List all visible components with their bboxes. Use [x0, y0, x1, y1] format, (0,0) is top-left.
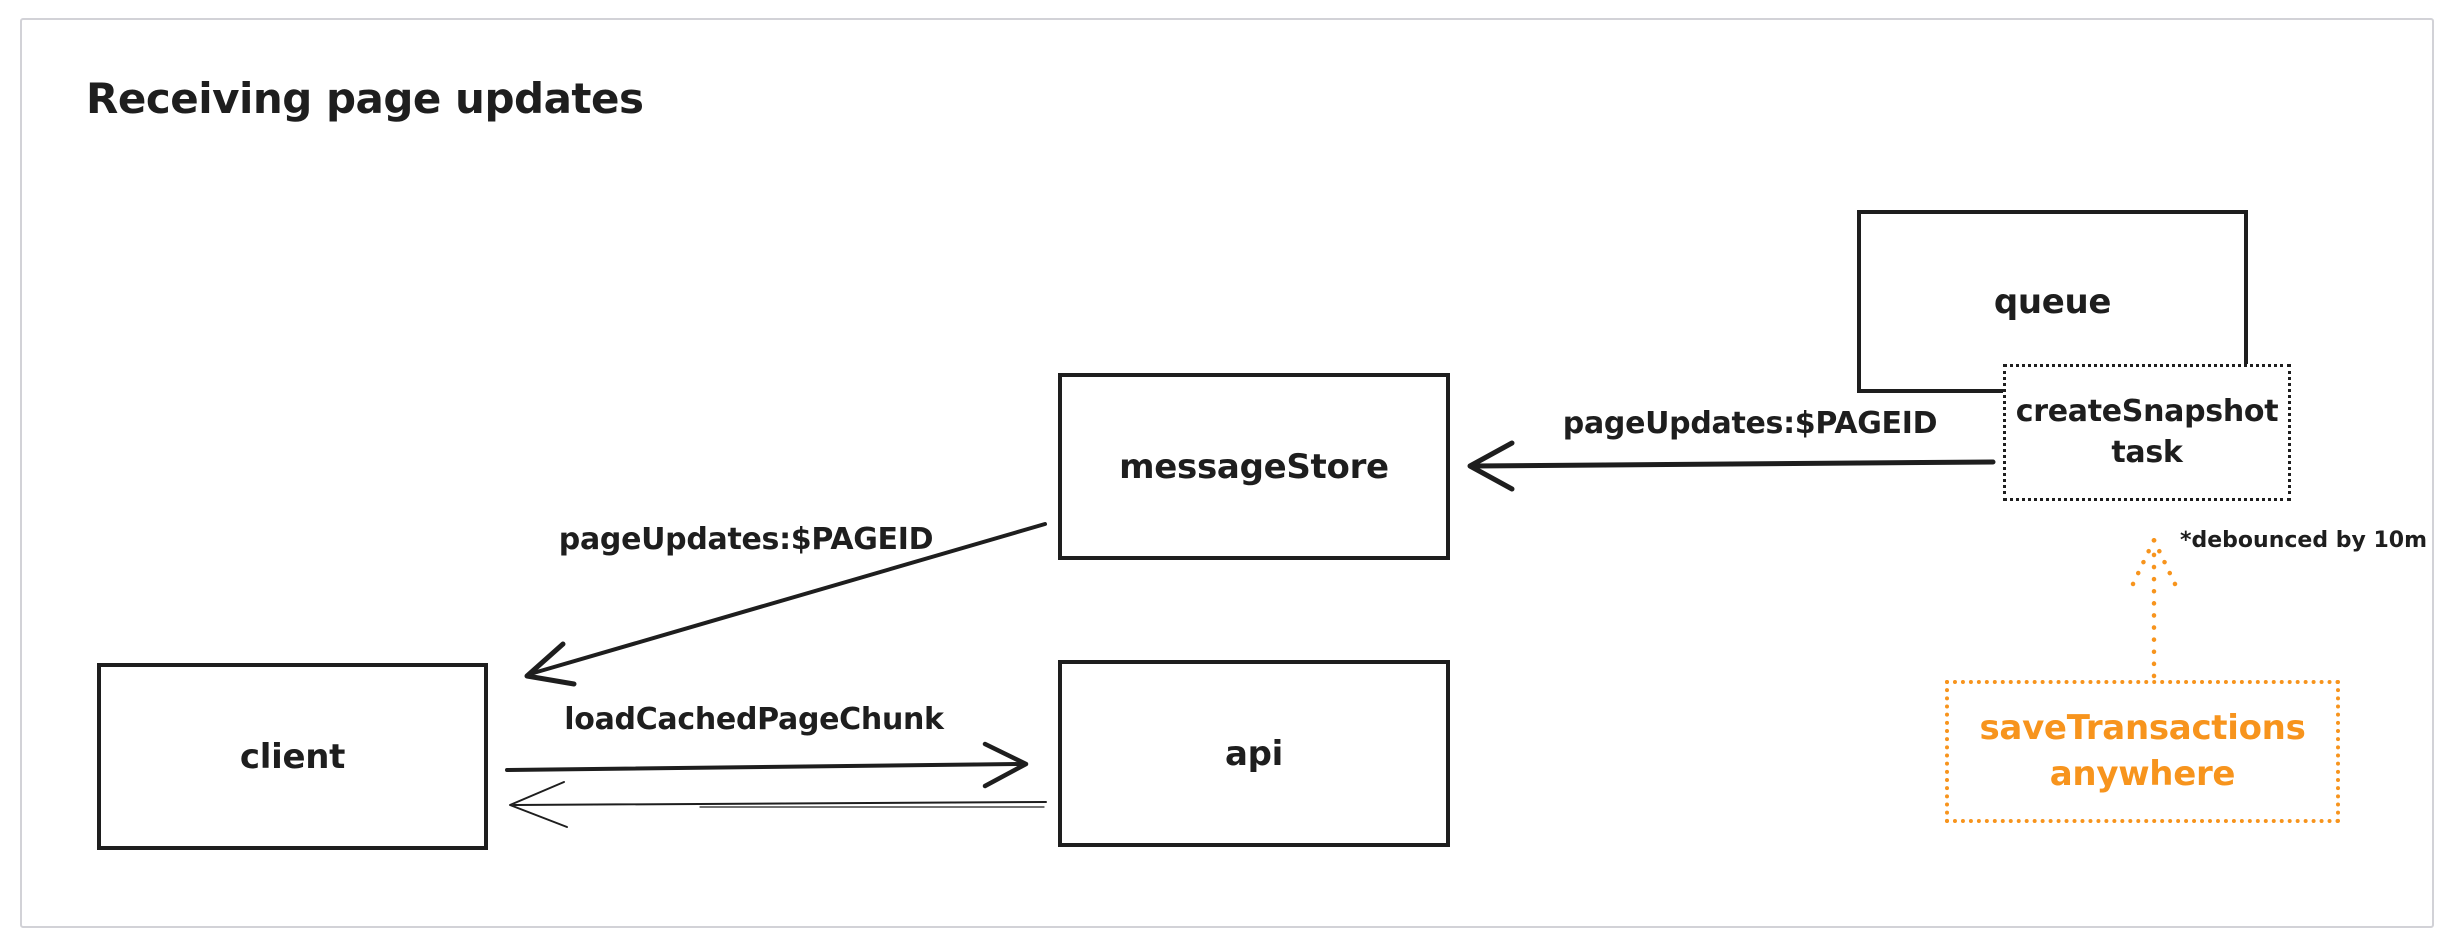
node-queue-label: queue: [1993, 281, 2112, 322]
diagram-title: Receiving page updates: [86, 74, 644, 123]
node-queue: queue: [1857, 210, 2248, 393]
node-create-snapshot-task: createSnapshot task: [2003, 364, 2291, 501]
save-transactions-line2: anywhere: [2049, 753, 2236, 794]
node-save-transactions: saveTransactions anywhere: [1945, 680, 2340, 823]
node-api-label: api: [1224, 733, 1284, 774]
node-create-snapshot-task-label: createSnapshot task: [2016, 392, 2279, 473]
node-client: client: [97, 663, 488, 850]
node-message-store-label: messageStore: [1119, 446, 1389, 487]
edge-label-load-cached-page-chunk: loadCachedPageChunk: [564, 702, 944, 737]
node-api: api: [1058, 660, 1450, 847]
create-snapshot-line2: task: [2111, 434, 2183, 470]
node-message-store: messageStore: [1058, 373, 1450, 560]
node-client-label: client: [239, 736, 346, 777]
debounce-note: *debounced by 10m: [2180, 528, 2428, 553]
edge-label-page-updates-to-client: pageUpdates:$PAGEID: [558, 522, 934, 557]
node-save-transactions-label: saveTransactions anywhere: [1979, 706, 2305, 798]
create-snapshot-line1: createSnapshot: [2015, 394, 2279, 429]
edge-label-page-updates-to-message-store: pageUpdates:$PAGEID: [1562, 406, 1938, 441]
save-transactions-line1: saveTransactions: [1979, 707, 2306, 748]
